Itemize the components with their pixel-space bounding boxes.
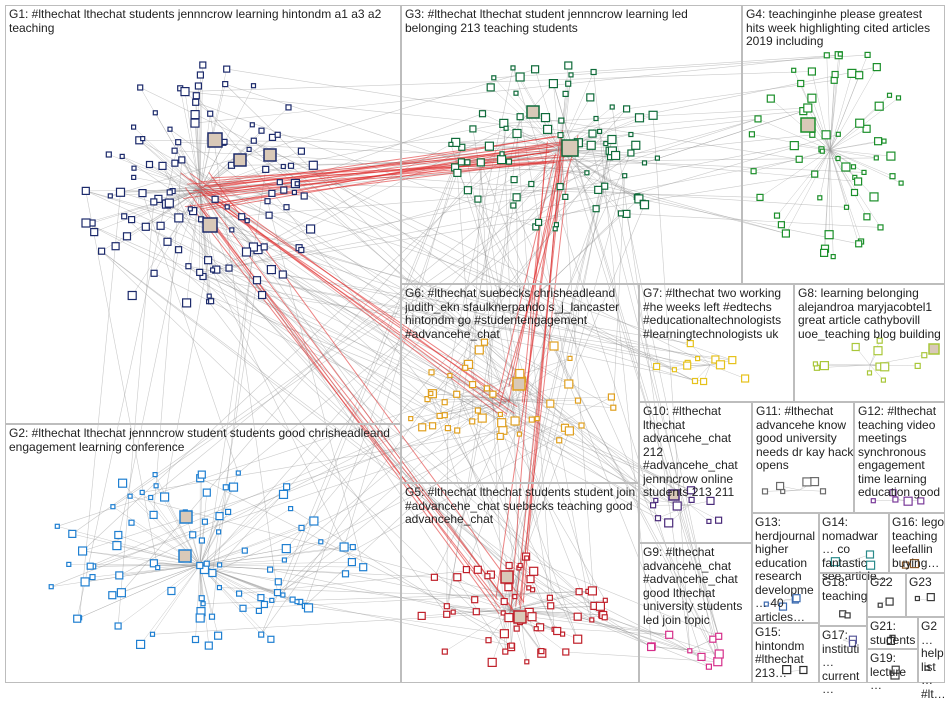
group-label-g1: G1: #lthechat lthechat students jennncro… (9, 8, 394, 35)
group-label-g20: G2… help list… #lt… (921, 620, 946, 701)
group-label-g4: G4: teachinginhe please greatest hits we… (746, 8, 941, 49)
group-box-g6: G6: #lthechat suebecks chrisheadleand ju… (401, 284, 639, 483)
group-box-g13: G13: herdjournal higher education resear… (752, 513, 819, 623)
group-label-g16: G16: lego teaching leefallin buying… (892, 516, 945, 570)
group-label-g12: G12: #lthechat teaching video meetings s… (858, 405, 945, 500)
group-box-g23: G23 (906, 573, 945, 617)
group-box-g21: G21: students (867, 617, 918, 649)
group-label-g17: G17: instituti… current… (822, 629, 868, 697)
group-box-g7: G7: #lthechat two working #he weeks left… (639, 284, 794, 402)
group-label-g5: G5: #lthechat lthechat students student … (405, 486, 637, 527)
group-label-g18: G18: teaching (822, 576, 868, 603)
group-label-g2: G2: #lthechat lthechat jennncrow student… (9, 427, 394, 454)
group-label-g19: G19: lecture… (870, 652, 918, 693)
group-label-g8: G8: learning belonging alejandroa maryja… (798, 287, 944, 341)
group-label-g3: G3: #lthechat lthechat student jennncrow… (405, 8, 739, 35)
group-box-g18: G18: teaching (819, 573, 867, 626)
group-box-g16: G16: lego teaching leefallin buying… (889, 513, 945, 573)
group-label-g9: G9: #lthechat advancehe_chat #advancehe_… (643, 546, 752, 627)
group-box-g17: G17: instituti… current… (819, 626, 867, 683)
group-label-g23: G23 (909, 576, 945, 590)
group-box-g3: G3: #lthechat lthechat student jennncrow… (401, 5, 742, 284)
group-box-g19: G19: lecture… (867, 649, 918, 683)
group-label-g11: G11: #lthechat advancehe know good unive… (756, 405, 854, 473)
group-box-g4: G4: teachinginhe please greatest hits we… (742, 5, 945, 284)
group-box-g10: G10: #lthechat lthechat advancehe_chat 2… (639, 402, 752, 543)
group-box-g9: G9: #lthechat advancehe_chat #advancehe_… (639, 543, 752, 683)
group-box-g15: G15: hintondm #lthechat 213… (752, 623, 819, 683)
group-label-g22: G22 (870, 576, 906, 590)
group-box-g2: G2: #lthechat lthechat jennncrow student… (5, 424, 401, 683)
group-box-g5: G5: #lthechat lthechat students student … (401, 483, 639, 683)
group-box-g11: G11: #lthechat advancehe know good unive… (752, 402, 854, 513)
group-box-g1: G1: #lthechat lthechat students jennncro… (5, 5, 401, 424)
group-label-g13: G13: herdjournal higher education resear… (755, 516, 819, 624)
group-box-g20: G2… help list… #lt… (918, 617, 945, 683)
group-label-g15: G15: hintondm #lthechat 213… (755, 626, 819, 680)
group-label-g6: G6: #lthechat suebecks chrisheadleand ju… (405, 287, 637, 341)
group-box-g14: G14: nomadwar… co fantastic see article… (819, 513, 889, 573)
group-box-g8: G8: learning belonging alejandroa maryja… (794, 284, 945, 402)
group-label-g21: G21: students (870, 620, 918, 647)
group-box-g22: G22 (867, 573, 906, 617)
group-label-g7: G7: #lthechat two working #he weeks left… (643, 287, 793, 341)
group-label-g10: G10: #lthechat lthechat advancehe_chat 2… (643, 405, 752, 500)
group-box-g12: G12: #lthechat teaching video meetings s… (854, 402, 945, 513)
